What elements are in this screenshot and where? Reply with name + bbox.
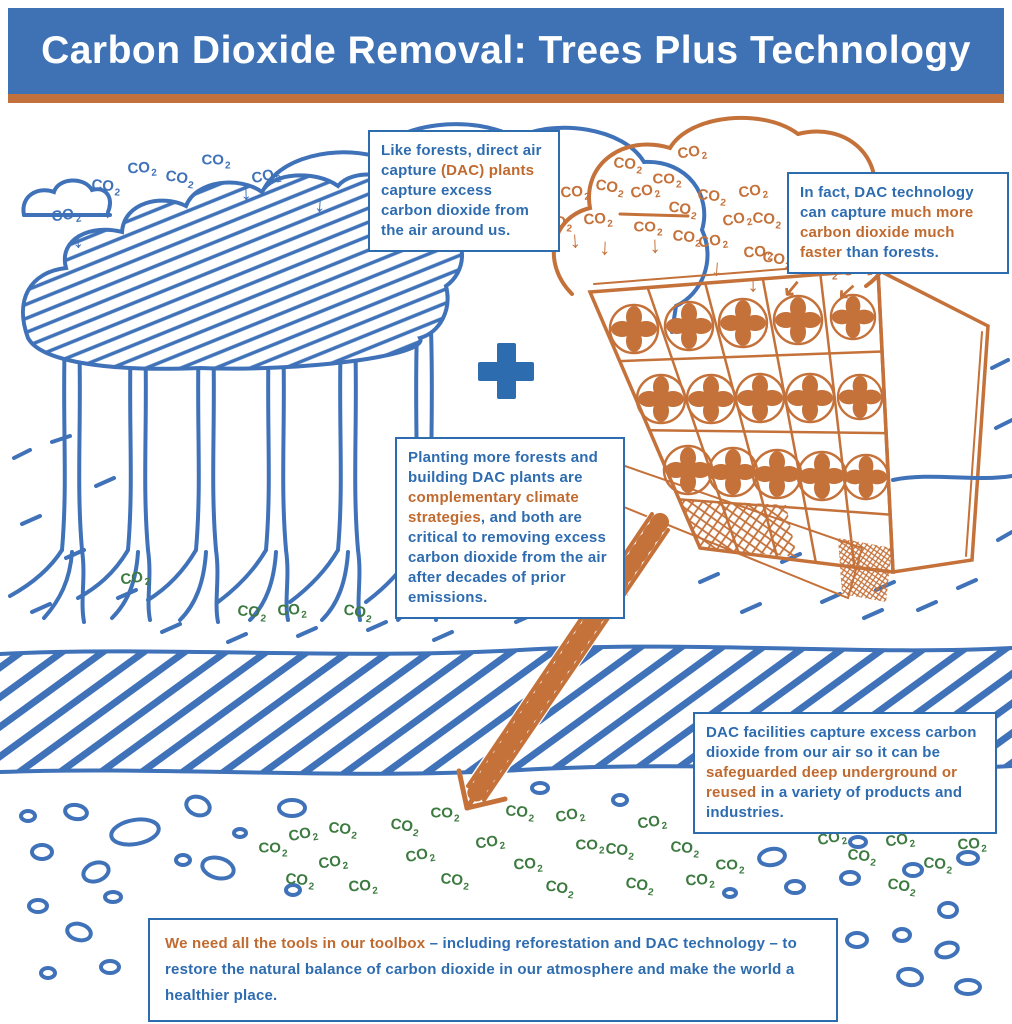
callout-dac-faster: In fact, DAC technology can capture much…: [787, 172, 1009, 274]
dac-fans: [608, 293, 890, 502]
callout-storage: DAC facilities capture excess carbon dio…: [693, 712, 997, 834]
plus-icon: [478, 343, 534, 399]
callout-text-segment: than forests.: [842, 244, 940, 261]
header-accent-stripe: [8, 94, 1004, 103]
callout-text-segment: safeguarded deep underground or reused: [706, 764, 958, 801]
rocks: [19, 781, 982, 996]
callout-text-segment: , and both are critical to removing exce…: [408, 509, 607, 606]
callout-text-segment: complementary climate strategies: [408, 489, 579, 526]
callout-text-segment: in a variety of products and industries.: [706, 784, 963, 821]
dac-front-face: [587, 268, 895, 574]
callout-toolbox: We need all the tools in our toolbox – i…: [148, 918, 838, 1022]
callout-text-segment: (DAC) plants: [440, 162, 535, 179]
callout-text-segment: In fact, DAC technology can capture: [800, 184, 974, 221]
callout-text-segment: Like forests, direct air capture: [381, 142, 542, 179]
callout-complementary: Planting more forests and building DAC p…: [395, 437, 625, 619]
callout-text-segment: – including reforestation and DAC techno…: [165, 935, 797, 1004]
callout-text-segment: We need all the tools in our toolbox: [165, 935, 426, 952]
dac-side-face: [876, 267, 990, 575]
header-banner: Carbon Dioxide Removal: Trees Plus Techn…: [8, 8, 1004, 94]
callout-text-segment: much more carbon dioxide much faster: [800, 204, 974, 261]
small-cloud-icon: [21, 178, 112, 217]
pipe-arrow: [456, 512, 672, 811]
callout-text-segment: capture excess carbon dioxide from the a…: [381, 182, 529, 239]
dac-mesh-corner: [838, 538, 892, 602]
soil-dashes: [12, 358, 1012, 644]
callout-text-segment: Planting more forests and building DAC p…: [408, 449, 599, 486]
callout-text-segment: DAC facilities capture excess carbon dio…: [706, 724, 977, 761]
dac-mesh-face: [679, 499, 797, 557]
forest-trunks-roots: [8, 328, 438, 624]
page-title: Carbon Dioxide Removal: Trees Plus Techn…: [41, 29, 971, 72]
callout-dac-intro: Like forests, direct air capture (DAC) p…: [368, 130, 560, 252]
